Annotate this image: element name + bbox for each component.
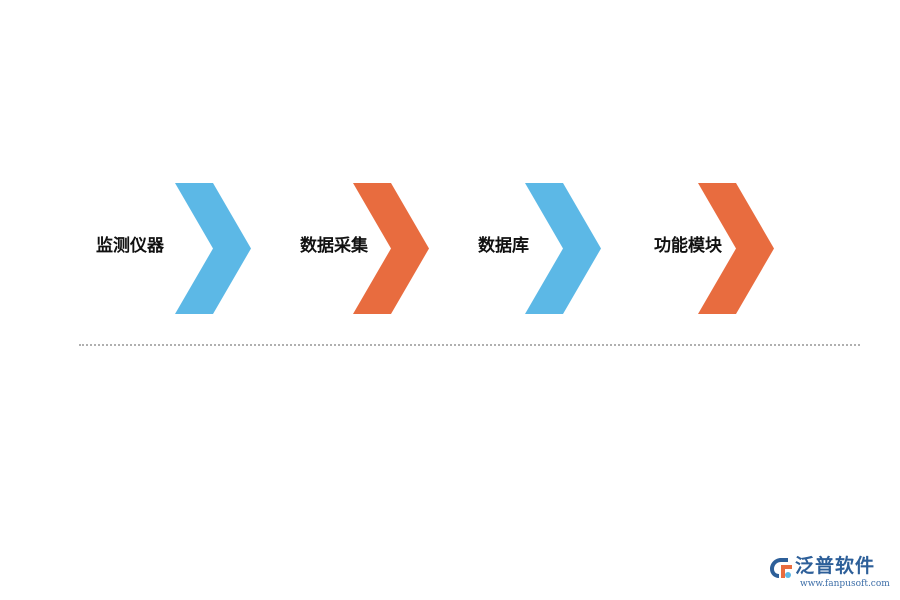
chevron-shape	[698, 183, 774, 314]
fanpu-logo-icon	[770, 558, 792, 578]
step-label-data-collection: 数据采集	[300, 236, 368, 256]
chevron-arrow-icon	[175, 183, 251, 314]
step-label-database: 数据库	[478, 236, 529, 256]
dotted-divider	[79, 344, 860, 346]
chevron-shape	[175, 183, 251, 314]
chevron-arrow-icon	[698, 183, 774, 314]
chevron-shape	[353, 183, 429, 314]
chevron-arrow-icon	[353, 183, 429, 314]
logo-url: www.fanpusoft.com	[800, 579, 890, 589]
fanpu-logo: 泛普软件 www.fanpusoft.com	[768, 555, 892, 592]
chevron-shape	[525, 183, 601, 314]
step-label-monitoring-instrument: 监测仪器	[96, 236, 164, 256]
logo-name: 泛普软件	[795, 555, 876, 577]
step-label-function-module: 功能模块	[654, 236, 722, 256]
chevron-arrow-icon	[525, 183, 601, 314]
